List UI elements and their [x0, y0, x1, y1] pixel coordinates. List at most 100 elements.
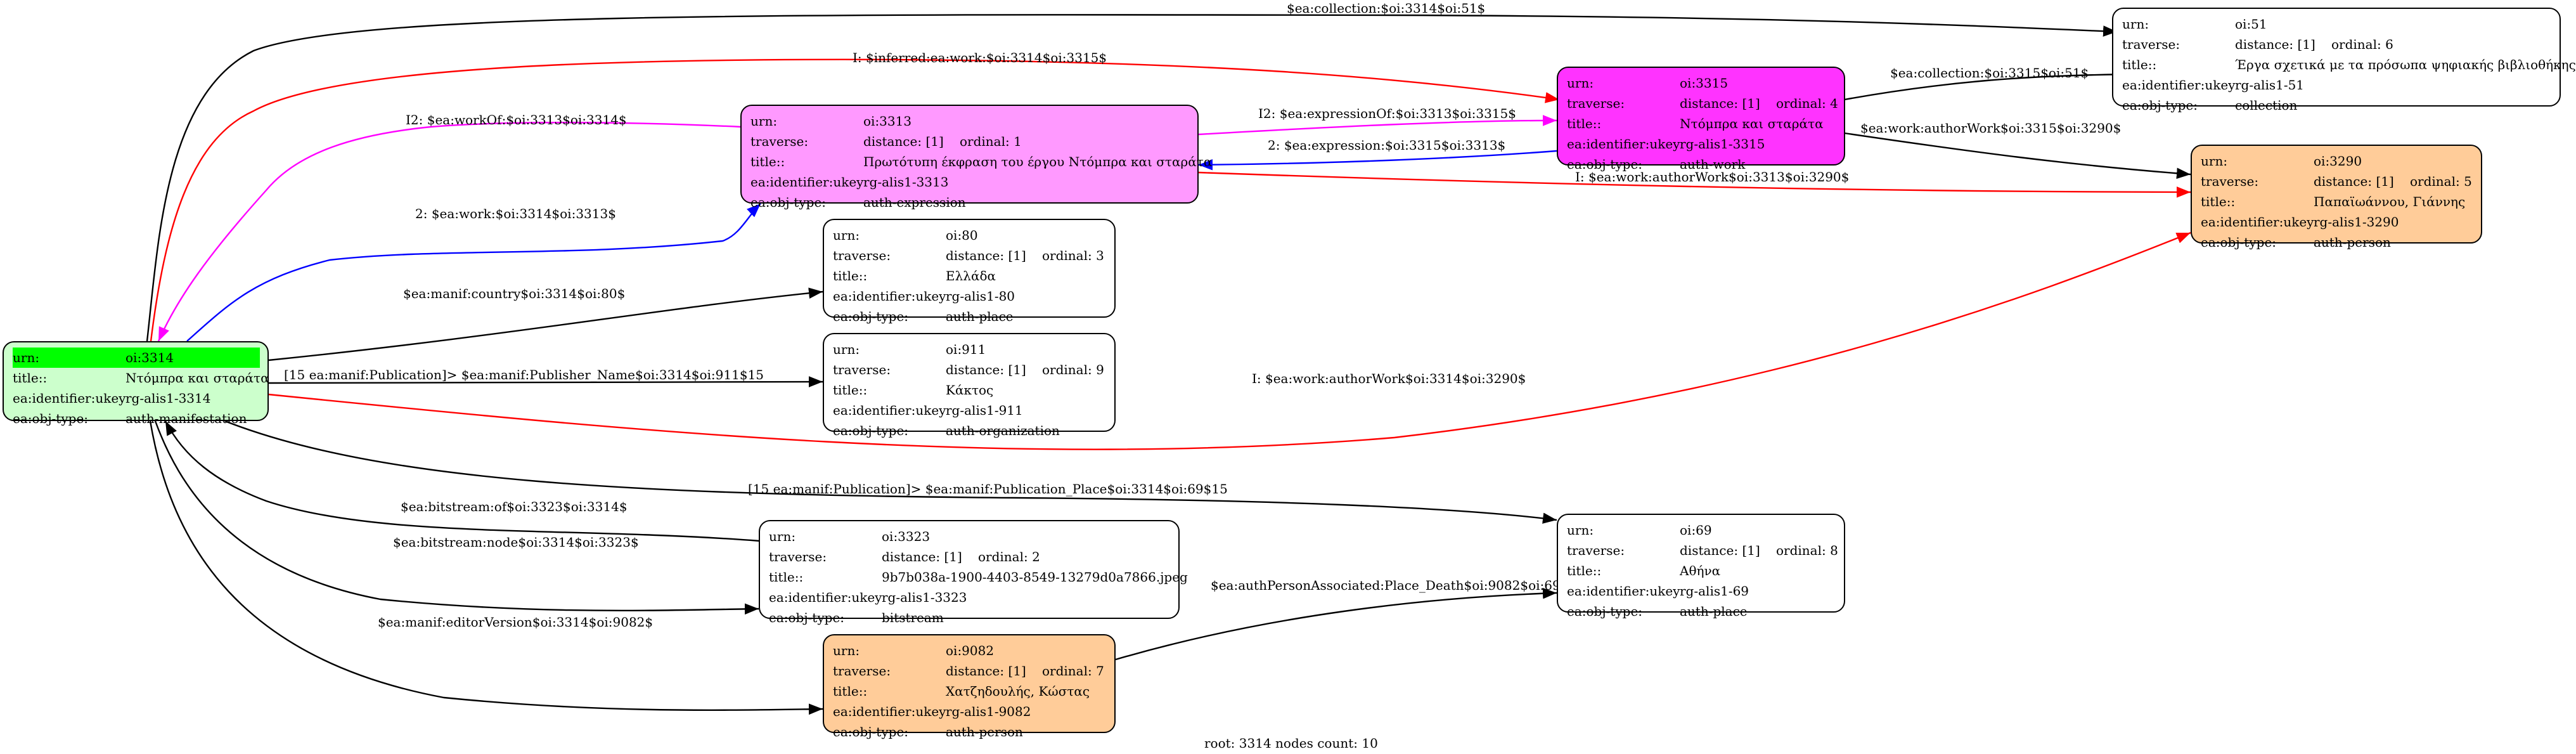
node-urn-row: urn: oi:51: [2122, 14, 2551, 34]
node-ukey-row: ea:identifier:ukey rg-alis1-3314: [13, 388, 259, 408]
field-key: title::: [769, 569, 804, 585]
field-value: oi:51: [2235, 16, 2267, 32]
node-oi-911[interactable]: urn: oi:911 traverse: distance: [1] ordinal…: [823, 333, 1116, 438]
node-urn-row: urn:oi:69: [1567, 520, 1835, 540]
edge-label: I: $ea:work:authorWork$oi:3314$oi:3290$: [1252, 371, 1526, 386]
field-key: traverse:: [833, 663, 891, 679]
field-value: ordinal: 8: [1776, 543, 1838, 558]
edge-3313-to-3314: [157, 122, 741, 342]
field-key: ea:obj-type:: [2201, 235, 2277, 250]
field-value: Παπαϊωάννου, Γιάννης: [2314, 194, 2466, 209]
field-key: urn:: [769, 529, 796, 544]
node-title-row: title::Ντόμπρα και σταράτα: [1567, 114, 1835, 134]
field-key: ea:obj-type:: [769, 610, 845, 625]
field-value: distance: [1]: [946, 362, 1026, 377]
node-type-row: ea:obj-type:auth-place: [833, 306, 1105, 327]
edge-3314-to-9082: [149, 420, 823, 715]
field-value: Πρωτότυπη έκφραση του έργου Ντόμπρα και …: [863, 154, 1213, 169]
field-value: auth-manifestation: [126, 411, 247, 426]
field-key: ea:obj-type:: [750, 195, 827, 210]
node-oi-80[interactable]: urn:oi:80 traverse:distance: [1]ordinal:…: [823, 219, 1116, 324]
edge-3314-to-51: [146, 14, 2118, 342]
node-oi-51[interactable]: urn:oi:51 traverse:distance: [1]ordinal:…: [2112, 8, 2576, 113]
field-value: rg-alis1-3313: [863, 174, 949, 190]
node-type-row: ea:obj-type:auth-person: [833, 722, 1105, 742]
edge-3315-to-3313: [1198, 150, 1557, 171]
edge-3314-to-3315: [150, 58, 1560, 342]
graph-footer: root: 3314 nodes count: 10: [1204, 736, 1378, 751]
field-value: rg-alis1-3314: [126, 391, 211, 406]
field-value: Αθήνα: [1680, 563, 1721, 578]
field-value: ordinal: 4: [1776, 96, 1838, 111]
node-oi-9082[interactable]: urn:oi:9082 traverse:distance: [1]ordina…: [823, 634, 1116, 739]
edge-label: $ea:manif:editorVersion$oi:3314$oi:9082$: [378, 614, 653, 630]
field-key: traverse:: [833, 362, 891, 377]
field-key: ea:identifier:ukey: [1567, 583, 1680, 599]
field-value: rg-alis1-3315: [1680, 136, 1765, 152]
field-key: title::: [1567, 116, 1602, 131]
node-oi-3314[interactable]: urn: oi:3314 title:: Ντόμπρα και σταράτα…: [3, 341, 269, 426]
field-key: urn:: [2122, 16, 2149, 32]
edge-3314-to-3323: [154, 420, 759, 615]
field-key: ea:identifier:ukey: [833, 289, 946, 304]
edge-label: I: $ea:work:authorWork$oi:3313$oi:3290$: [1575, 169, 1849, 185]
field-key: title::: [13, 370, 48, 386]
edge-label: $ea:bitstream:node$oi:3314$oi:3323$: [393, 535, 639, 550]
edge-3315-to-51: [1844, 68, 2154, 101]
edge-3314-to-3290: [268, 231, 2191, 450]
node-oi-3290[interactable]: urn:oi:3290 traverse:distance: [1]ordina…: [2191, 145, 2482, 250]
node-oi-3323[interactable]: urn: oi:3323 traverse:distance: [1]ordina…: [759, 520, 1188, 625]
node-title-row: title::9b7b038a-1900-4403-8549-13279d0a7…: [769, 567, 1188, 587]
field-value: oi:3313: [863, 114, 912, 129]
node-title-row: title:: Ντόμπρα και σταράτα: [13, 368, 269, 388]
field-key: title::: [2201, 194, 2236, 209]
field-key: ea:obj-type:: [833, 423, 909, 438]
field-value: ordinal: 6: [2331, 37, 2393, 52]
node-urn-row: urn:oi:80: [833, 225, 1105, 245]
field-key: urn:: [1567, 75, 1594, 91]
field-key: ea:obj-type:: [1567, 604, 1643, 619]
node-type-row: ea:obj-type:collection: [2122, 95, 2551, 115]
field-value: oi:3323: [882, 529, 931, 544]
field-key: ea:identifier:ukey: [750, 174, 864, 190]
node-traverse-row: traverse:distance: [1]ordinal: 2: [769, 547, 1169, 567]
edge-3314-to-69: [224, 420, 1557, 524]
edge-label: 2: $ea:work:$oi:3314$oi:3313$: [415, 206, 616, 221]
node-title-row: title::Χατζηδουλής, Κώστας: [833, 681, 1105, 701]
field-value: bitstream: [882, 610, 944, 625]
edge-label: I2: $ea:expressionOf:$oi:3313$oi:3315$: [1258, 106, 1516, 121]
node-type-row: ea:obj-type:auth-person: [2201, 232, 2472, 252]
field-value: oi:911: [946, 342, 986, 357]
field-value: distance: [1]: [1680, 543, 1760, 558]
node-traverse-row: traverse:distance: [1]ordinal: 5: [2201, 171, 2472, 192]
edge-label: $ea:collection:$oi:3314$oi:51$: [1287, 1, 1485, 16]
field-value: ordinal: 2: [978, 549, 1040, 564]
field-value: ordinal: 9: [1042, 362, 1104, 377]
edge-label: I: $inferred:ea:work:$oi:3314$oi:3315$: [853, 50, 1107, 65]
node-urn-row: urn:oi:3290: [2201, 151, 2472, 171]
edge-3314-to-80: [268, 287, 823, 361]
field-value: oi:3315: [1680, 75, 1729, 91]
field-key: title::: [1567, 563, 1602, 578]
edge-label: I2: $ea:workOf:$oi:3313$oi:3314$: [406, 112, 627, 127]
node-title-row: title::Παπαϊωάννου, Γιάννης: [2201, 192, 2472, 212]
node-oi-69[interactable]: urn:oi:69 traverse:distance: [1]ordinal:…: [1557, 514, 1845, 619]
node-oi-3315[interactable]: urn:oi:3315 traverse:distance: [1]ordina…: [1557, 67, 1845, 172]
node-oi-3313[interactable]: urn:oi:3313 traverse:distance: [1]ordina…: [740, 105, 1212, 210]
field-value: Έργα σχετικά με τα πρόσωπα ψηφιακής βιβλ…: [2235, 57, 2576, 72]
field-value: distance: [1]: [863, 134, 944, 149]
field-key: ea:identifier:ukey: [833, 704, 946, 719]
field-key: urn:: [1567, 523, 1594, 538]
node-traverse-row: traverse:distance: [1]ordinal: 1: [750, 131, 1188, 152]
field-key: ea:obj-type:: [833, 724, 909, 739]
edge-3313-to-3290: [1198, 171, 2191, 198]
node-traverse-row: traverse:distance: [1]ordinal: 3: [833, 245, 1105, 266]
edge-label: [15 ea:manif:Publication]> $ea:manif:Pub…: [284, 367, 764, 382]
field-key: urn:: [833, 342, 860, 357]
edge-3314-to-3313: [186, 203, 761, 342]
node-type-row: ea:obj-type: bitstream: [769, 608, 1169, 628]
